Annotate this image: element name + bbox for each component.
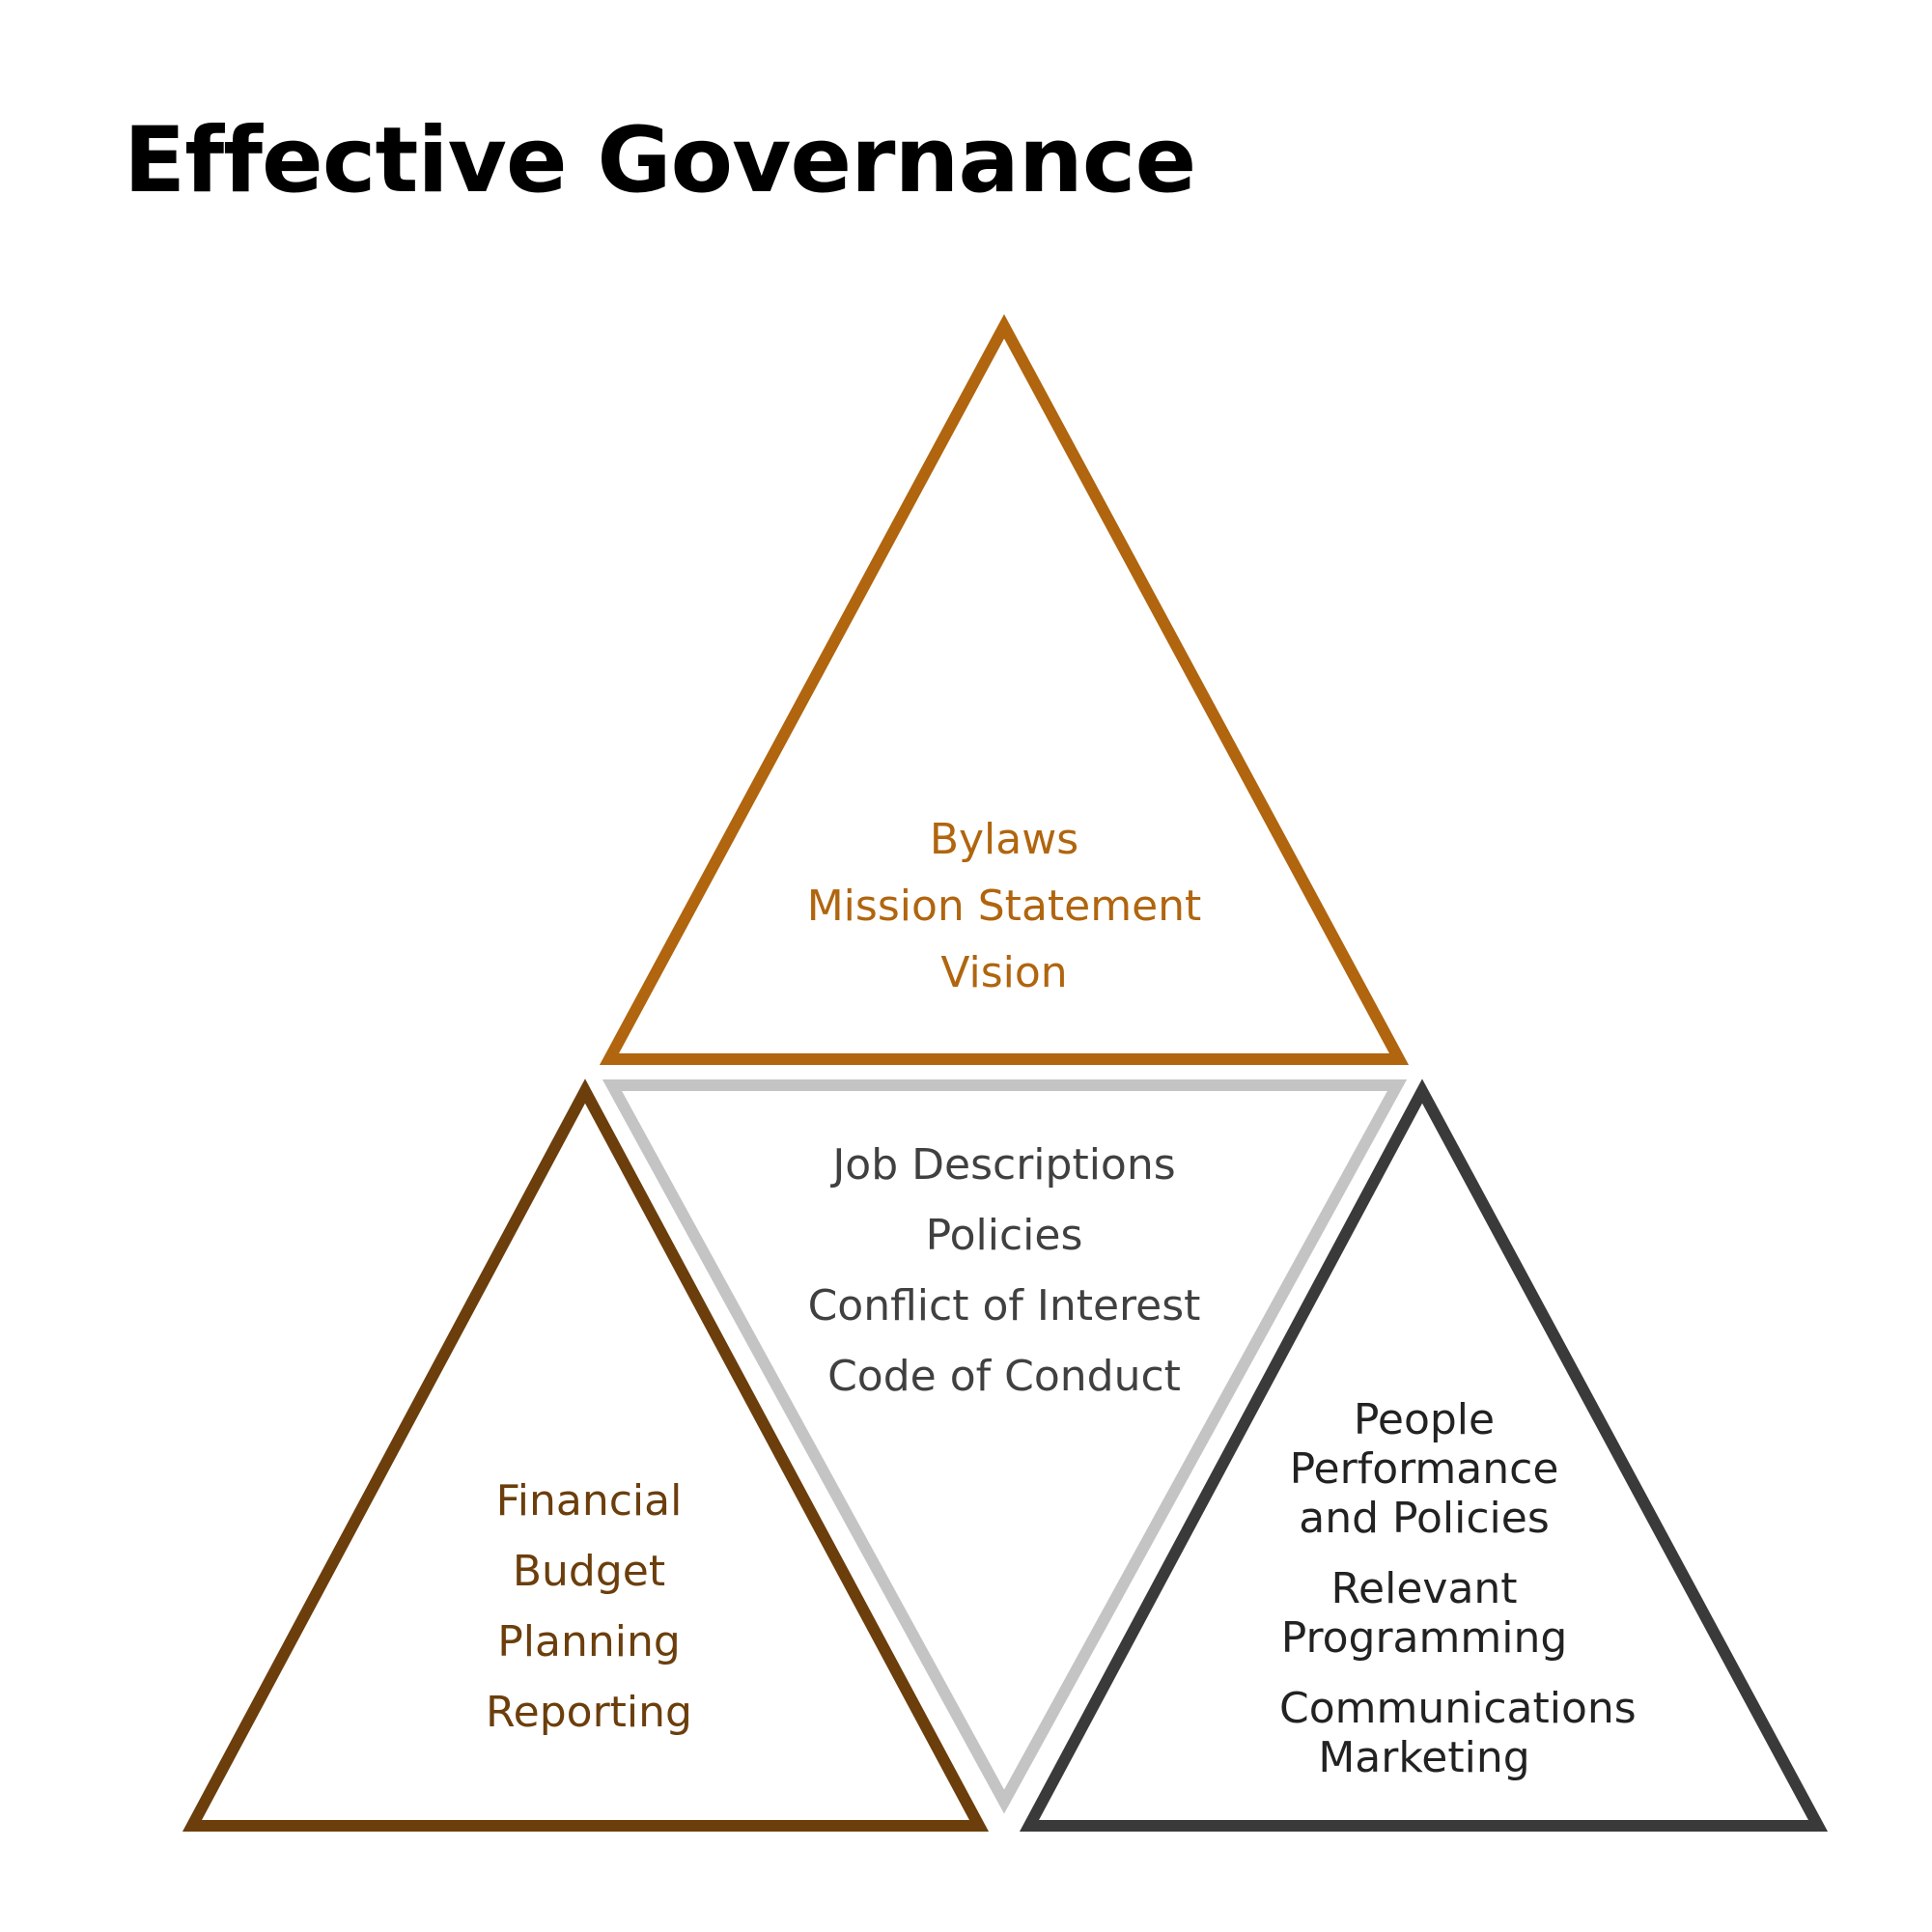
center-item-code-of-conduct: Code of Conduct [827,1352,1181,1401]
right-item-people-performance: People Performance and Policies [1289,1395,1559,1543]
left-item-budget: Budget [512,1547,666,1596]
left-item-planning: Planning [497,1617,681,1666]
top-item-mission-statement: Mission Statement [806,882,1202,931]
center-inverted-triangle [602,1079,1408,1814]
page-title: Effective Governance [124,108,1196,213]
center-item-policies: Policies [925,1211,1083,1260]
center-item-conflict-of-interest: Conflict of Interest [807,1281,1201,1330]
bottom-right-triangle [1019,1078,1829,1832]
left-triangle-labels: Financial Budget Planning Reporting [386,1466,792,1748]
left-item-financial: Financial [495,1476,683,1526]
top-triangle [599,314,1410,1065]
right-item-communications-marketing: Communications Marketing [1279,1684,1637,1782]
bottom-left-triangle [182,1078,990,1832]
top-item-bylaws: Bylaws [929,815,1079,864]
center-item-job-descriptions: Job Descriptions [832,1140,1176,1190]
right-triangle-labels: People Performance and Policies Relevant… [1212,1395,1637,1804]
left-item-reporting: Reporting [486,1688,692,1737]
top-triangle-labels: Bylaws Mission Statement Vision [801,806,1207,1006]
center-triangle-labels: Job Descriptions Policies Conflict of In… [782,1130,1226,1412]
right-item-relevant-programming: Relevant Programming [1280,1564,1568,1663]
top-item-vision: Vision [940,948,1068,997]
